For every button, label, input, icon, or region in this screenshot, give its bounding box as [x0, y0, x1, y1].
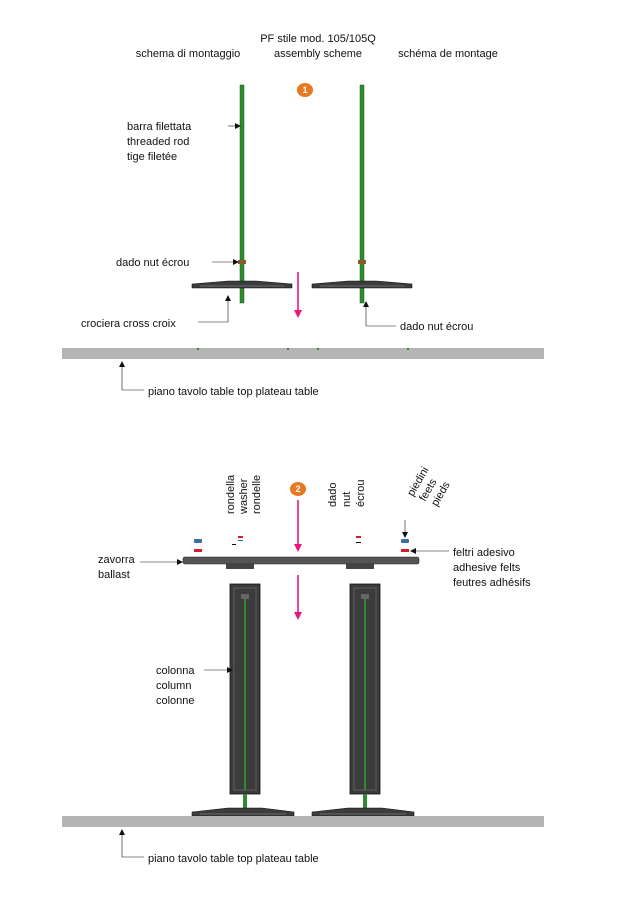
ballast-label-it: zavorra	[98, 554, 136, 566]
felt-right	[401, 549, 409, 552]
nut-right	[358, 260, 366, 264]
cross-label-leader	[198, 295, 231, 323]
step-2-badge: 2	[290, 482, 306, 496]
cross-base-right-2	[311, 807, 415, 817]
felt-label-it: feltri adesivo	[453, 547, 515, 559]
column-left	[229, 583, 261, 795]
felt-label-en: adhesive felts	[453, 562, 521, 574]
nut-part	[356, 536, 361, 543]
step-1-badge: 1	[297, 83, 313, 97]
column-label-it: colonna	[156, 665, 195, 677]
rod-label-it: barra filettata	[127, 121, 192, 133]
scheme-label-fr: schéma de montage	[398, 48, 498, 60]
washer-part	[232, 536, 243, 545]
ballast-label-en: ballast	[98, 569, 130, 581]
nut-label: dado nut écrou	[116, 257, 189, 269]
washer-label-en: washer	[238, 478, 250, 515]
rod-label-en: threaded rod	[127, 136, 189, 148]
cross-base-left	[191, 280, 293, 289]
rod-label-fr: tige filetée	[127, 151, 177, 163]
column-right	[349, 583, 381, 795]
felt-label-fr: feutres adhésifs	[453, 577, 531, 589]
washer-label-it: rondella	[225, 474, 237, 514]
rod-segment-right	[363, 794, 367, 810]
nut2-label-fr: écrou	[355, 479, 367, 507]
cross-base-right	[311, 280, 413, 289]
diagram-title: PF stile mod. 105/105Q	[260, 33, 376, 45]
nut2-label-en: nut	[341, 492, 353, 507]
scheme-label-it: schema di montaggio	[136, 48, 241, 60]
table-top-1	[62, 348, 544, 359]
ballast-plate	[182, 556, 420, 565]
table-top-2	[62, 816, 544, 827]
threaded-rod-right	[359, 84, 365, 304]
felt-left	[194, 549, 202, 552]
foot-right	[401, 520, 409, 543]
nut2-label-it: dado	[327, 483, 339, 507]
scheme-label-en: assembly scheme	[274, 48, 362, 60]
rod-segment-left	[243, 794, 247, 810]
column-label-en: column	[156, 680, 191, 692]
table-top-2-leader	[119, 829, 144, 858]
washer-label-fr: rondelle	[251, 475, 263, 514]
table-top-label-2: piano tavolo table top plateau table	[148, 853, 319, 865]
nut-label-right: dado nut écrou	[400, 321, 473, 333]
ballast-boss-left	[226, 563, 254, 569]
step-2-badge-number: 2	[295, 484, 300, 494]
cross-base-left-2	[191, 807, 295, 817]
table-top-label-1: piano tavolo table top plateau table	[148, 386, 319, 398]
table-top-1-leader	[119, 361, 144, 391]
table-top-1-holes	[197, 348, 409, 350]
foot-left	[194, 539, 202, 543]
nut-label-right-leader	[363, 301, 396, 327]
column-label-fr: colonne	[156, 695, 195, 707]
cross-label: crociera cross croix	[81, 318, 176, 330]
threaded-rod-left	[239, 84, 245, 304]
step-1-badge-number: 1	[302, 85, 307, 95]
ballast-boss-right	[346, 563, 374, 569]
nut-left	[238, 260, 246, 264]
